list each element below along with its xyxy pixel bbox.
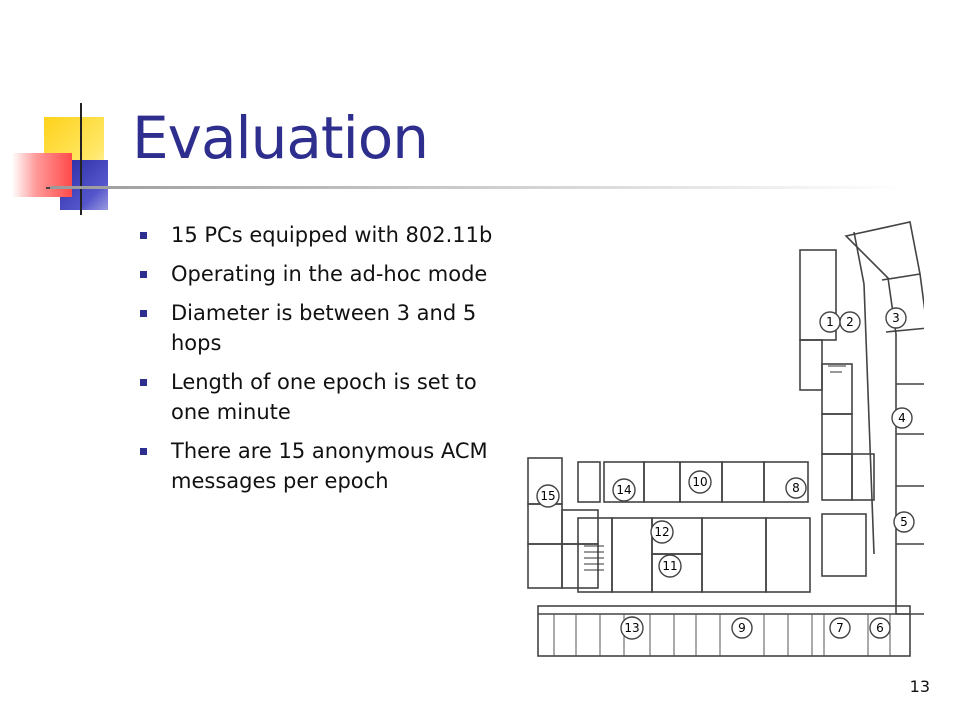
plan-room [561, 543, 599, 589]
node-label: 7 [836, 621, 844, 635]
floor-plan-diagram: 1 2 3 4 5 6 7 8 9 10 11 12 13 14 15 [527, 221, 924, 657]
plan-room [527, 503, 563, 545]
node-label: 1 [826, 315, 834, 329]
plan-room [527, 543, 563, 589]
deco-red-square [12, 153, 72, 197]
plan-room [821, 413, 853, 455]
node-marker: 8 [785, 477, 807, 499]
plan-room [643, 461, 681, 503]
bullet-square-icon [140, 271, 147, 278]
node-label: 9 [738, 621, 746, 635]
node-marker: 10 [688, 470, 712, 494]
plan-room [851, 453, 875, 501]
node-label: 15 [540, 489, 555, 503]
plan-wall [885, 327, 924, 333]
node-marker: 13 [620, 616, 644, 640]
node-label: 14 [616, 483, 631, 497]
plan-wall [863, 283, 875, 555]
plan-room [701, 517, 767, 593]
plan-wall [853, 231, 865, 285]
node-label: 5 [900, 515, 908, 529]
plan-room [611, 517, 653, 593]
node-marker: 15 [536, 484, 560, 508]
node-label: 10 [692, 475, 707, 489]
bullet-item: 15 PCs equipped with 802.11b [140, 220, 500, 250]
node-marker: 7 [829, 617, 851, 639]
plan-room [577, 461, 601, 503]
node-marker: 6 [869, 617, 891, 639]
node-marker: 14 [612, 478, 636, 502]
plan-room [561, 509, 599, 545]
plan-room [821, 513, 867, 577]
node-label: 11 [662, 559, 677, 573]
bullet-square-icon [140, 448, 147, 455]
bullet-text: There are 15 anonymous ACM messages per … [171, 439, 488, 493]
bullet-item: Operating in the ad-hoc mode [140, 259, 500, 289]
plan-wall [881, 273, 921, 281]
bullet-item: Length of one epoch is set to one minute [140, 367, 500, 427]
node-label: 13 [624, 621, 639, 635]
bullet-text: Operating in the ad-hoc mode [171, 262, 488, 286]
node-label: 4 [898, 411, 906, 425]
title-underline [50, 186, 910, 189]
plan-stairwell [577, 517, 613, 593]
plan-curved-wing [844, 221, 924, 615]
bullet-text: 15 PCs equipped with 802.11b [171, 223, 493, 247]
plan-room [765, 517, 811, 593]
bullet-square-icon [140, 379, 147, 386]
node-label: 6 [876, 621, 884, 635]
bullet-square-icon [140, 232, 147, 239]
node-label: 2 [846, 315, 854, 329]
node-marker: 12 [650, 520, 674, 544]
slide-title: Evaluation [132, 104, 429, 172]
corner-decoration [0, 95, 140, 225]
bullet-list: 15 PCs equipped with 802.11b Operating i… [140, 220, 500, 505]
bullet-item: There are 15 anonymous ACM messages per … [140, 436, 500, 496]
node-label: 12 [654, 525, 669, 539]
node-marker: 3 [885, 307, 907, 329]
plan-room [721, 461, 765, 503]
page-number: 13 [909, 677, 930, 696]
plan-south-wing [537, 605, 911, 657]
plan-room [799, 339, 823, 391]
node-label: 8 [792, 481, 800, 495]
deco-vertical-line [80, 103, 82, 215]
bullet-item: Diameter is between 3 and 5 hops [140, 298, 500, 358]
node-marker: 9 [731, 617, 753, 639]
plan-room [821, 453, 853, 501]
bullet-text: Diameter is between 3 and 5 hops [171, 301, 477, 355]
node-marker: 11 [658, 554, 682, 578]
node-marker: 1 [819, 311, 841, 333]
node-marker: 4 [891, 407, 913, 429]
bullet-square-icon [140, 310, 147, 317]
node-marker: 2 [839, 311, 861, 333]
plan-room [763, 461, 809, 503]
bullet-text: Length of one epoch is set to one minute [171, 370, 477, 424]
node-marker: 5 [893, 511, 915, 533]
node-label: 3 [892, 311, 900, 325]
